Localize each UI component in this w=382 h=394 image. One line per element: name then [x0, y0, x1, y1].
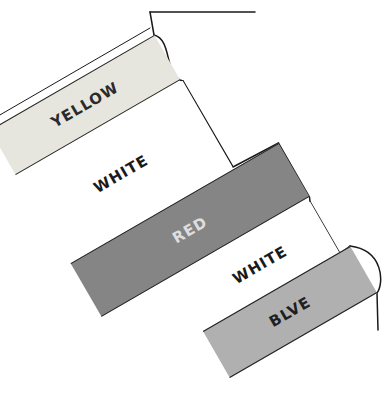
color-name: WHITE	[90, 151, 151, 197]
color-name: WHITE	[229, 242, 290, 288]
color-name: BLVE	[266, 293, 314, 331]
fillet-line	[150, 12, 154, 35]
color-name: RED	[169, 213, 210, 247]
top-edge-line	[150, 11, 255, 13]
